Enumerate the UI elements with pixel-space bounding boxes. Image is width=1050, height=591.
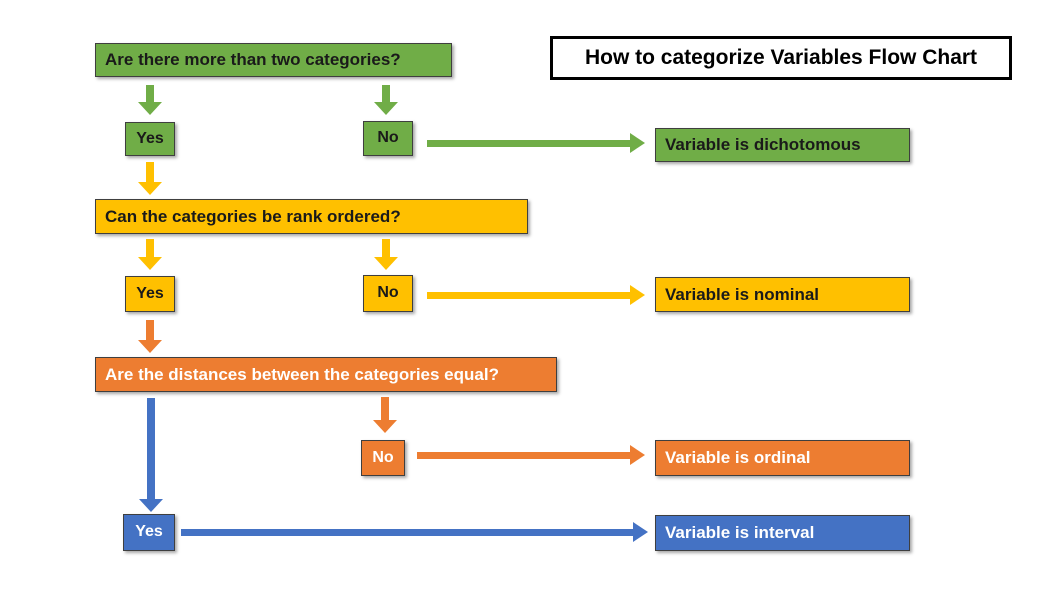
result-interval-box: Variable is interval <box>655 515 910 551</box>
arrow-q2-to-yes2 <box>138 239 162 270</box>
chart-title: How to categorize Variables Flow Chart <box>550 36 1012 80</box>
question-1-box: Are there more than two categories? <box>95 43 452 77</box>
arrow-yes2-to-q3 <box>138 320 162 353</box>
answer-yes-4: Yes <box>123 514 175 551</box>
arrow-yes4-to-result4 <box>181 521 648 543</box>
question-3-box: Are the distances between the categories… <box>95 357 557 392</box>
arrow-q1-to-no1 <box>374 85 398 115</box>
arrow-no1-to-result1 <box>427 132 645 154</box>
arrow-yes1-to-q2 <box>138 162 162 195</box>
arrow-q3-to-no3 <box>373 397 397 433</box>
arrow-no2-to-result2 <box>427 284 645 306</box>
question-2-box: Can the categories be rank ordered? <box>95 199 528 234</box>
answer-no-3: No <box>361 440 405 476</box>
answer-no-2: No <box>363 275 413 312</box>
arrow-q2-to-no2 <box>374 239 398 270</box>
arrow-q3-to-yes4 <box>139 398 163 512</box>
arrow-no3-to-result3 <box>417 444 645 466</box>
answer-yes-2: Yes <box>125 276 175 312</box>
result-nominal-box: Variable is nominal <box>655 277 910 312</box>
answer-yes-1: Yes <box>125 122 175 156</box>
result-dichotomous-box: Variable is dichotomous <box>655 128 910 162</box>
arrow-q1-to-yes1 <box>138 85 162 115</box>
result-ordinal-box: Variable is ordinal <box>655 440 910 476</box>
answer-no-1: No <box>363 121 413 156</box>
